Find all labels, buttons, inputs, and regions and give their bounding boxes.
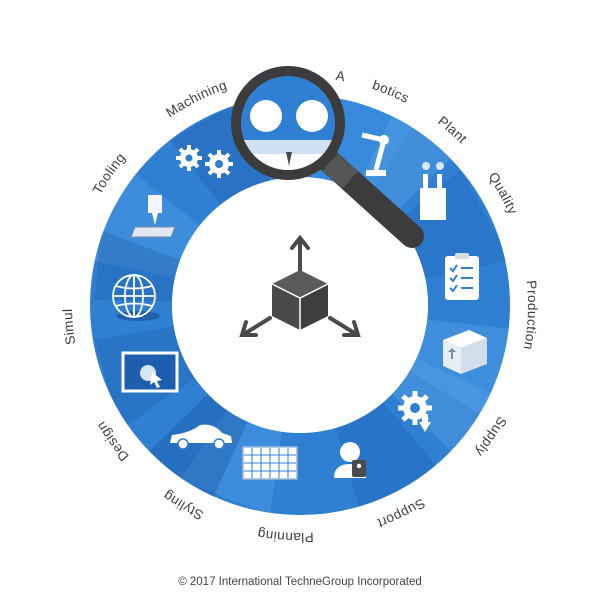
label-styling: Styling xyxy=(160,488,205,523)
svg-text:Production: Production xyxy=(521,280,540,351)
grid-chart-icon xyxy=(242,446,298,480)
svg-text:Simulation: Simulation xyxy=(0,0,78,346)
label-tooling: Tooling xyxy=(90,150,128,197)
svg-text:Plant: Plant xyxy=(435,113,470,146)
label-supply: Supply xyxy=(472,414,509,459)
label-automation: A xyxy=(335,68,346,84)
robot-arm-icon xyxy=(361,132,389,176)
svg-text:Support: Support xyxy=(375,495,427,531)
gear-download-icon xyxy=(398,391,432,432)
screen-cursor-icon xyxy=(121,351,179,393)
globe-icon xyxy=(112,274,160,321)
label-planning: Planning xyxy=(256,526,314,545)
car-icon xyxy=(170,424,232,450)
ring xyxy=(90,95,510,515)
ring-icons xyxy=(112,132,487,480)
svg-text:Quality: Quality xyxy=(486,169,521,216)
svg-text:A: A xyxy=(335,68,347,84)
label-support: Support xyxy=(375,495,427,531)
svg-text:Supply: Supply xyxy=(472,414,510,459)
svg-text:Planning: Planning xyxy=(256,526,314,545)
label-robotics: botics xyxy=(371,77,412,106)
svg-text:botics: botics xyxy=(371,77,412,106)
drill-icon xyxy=(130,195,176,238)
copyright-text: © 2017 International TechneGroup Incorpo… xyxy=(178,576,422,588)
label-simulation: Simulation xyxy=(0,0,78,346)
label-production: Production xyxy=(521,280,540,351)
label-quality: Quality xyxy=(486,169,521,216)
factory-icon xyxy=(420,162,446,220)
svg-text:Design: Design xyxy=(93,419,132,464)
checklist-icon xyxy=(445,253,479,300)
magnifier-icon xyxy=(231,66,424,248)
svg-text:Tooling: Tooling xyxy=(90,150,129,197)
box-icon xyxy=(443,330,487,374)
gears-icon xyxy=(176,145,233,178)
svg-text:Styling: Styling xyxy=(160,488,206,523)
cube-arrows-icon xyxy=(239,234,361,337)
label-design: Design xyxy=(93,419,131,464)
label-plant: Plant xyxy=(435,113,470,146)
user-support-icon xyxy=(334,442,366,478)
